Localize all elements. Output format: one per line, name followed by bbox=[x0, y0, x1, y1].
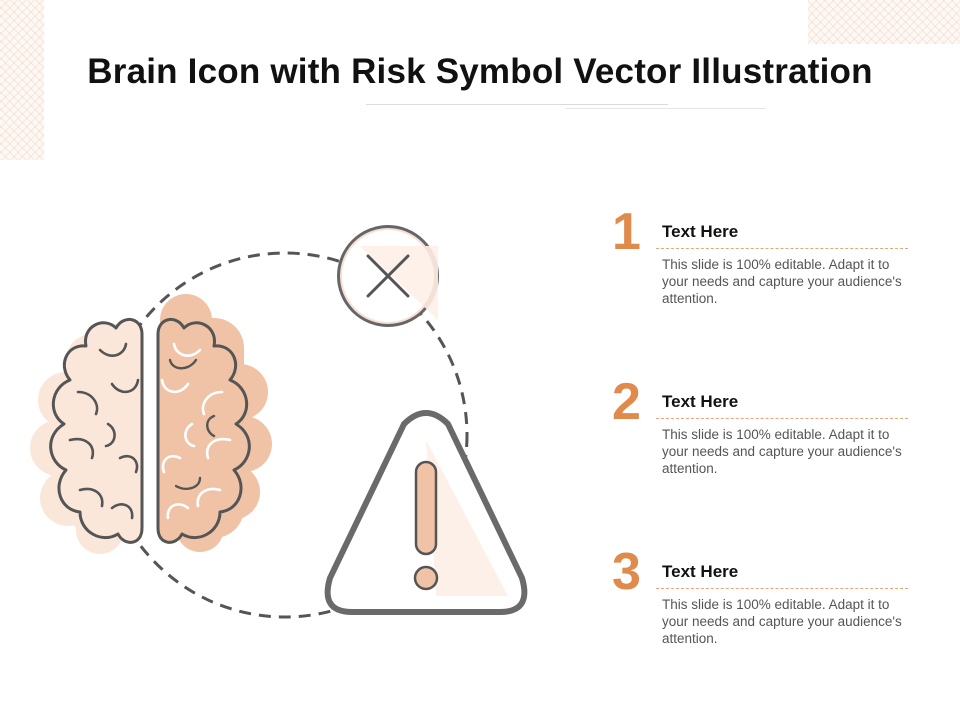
text-item-2: 2 Text Here This slide is 100% editable.… bbox=[612, 373, 912, 490]
item-heading: Text Here bbox=[662, 222, 739, 241]
risk-illustration bbox=[30, 225, 528, 619]
warning-icon bbox=[324, 410, 528, 615]
item-divider bbox=[656, 418, 908, 419]
title-underline bbox=[366, 104, 668, 105]
item-divider bbox=[656, 248, 908, 249]
item-divider bbox=[656, 588, 908, 589]
item-body: This slide is 100% editable. Adapt it to… bbox=[662, 597, 902, 646]
item-number: 2 bbox=[612, 373, 641, 431]
item-body: This slide is 100% editable. Adapt it to… bbox=[662, 427, 902, 476]
item-number: 1 bbox=[612, 203, 641, 261]
item-number: 3 bbox=[612, 543, 641, 601]
text-item-1: 1 Text Here This slide is 100% editable.… bbox=[612, 203, 912, 320]
brain-icon bbox=[30, 294, 272, 554]
close-icon bbox=[337, 225, 439, 327]
corner-pattern-top-left bbox=[0, 0, 44, 160]
corner-pattern-top-right bbox=[808, 0, 960, 44]
title-underline-secondary bbox=[566, 108, 766, 109]
text-item-3: 3 Text Here This slide is 100% editable.… bbox=[612, 543, 912, 660]
item-heading: Text Here bbox=[662, 392, 739, 411]
item-heading: Text Here bbox=[662, 562, 739, 581]
item-body: This slide is 100% editable. Adapt it to… bbox=[662, 257, 902, 306]
slide-title: Brain Icon with Risk Symbol Vector Illus… bbox=[87, 52, 873, 91]
